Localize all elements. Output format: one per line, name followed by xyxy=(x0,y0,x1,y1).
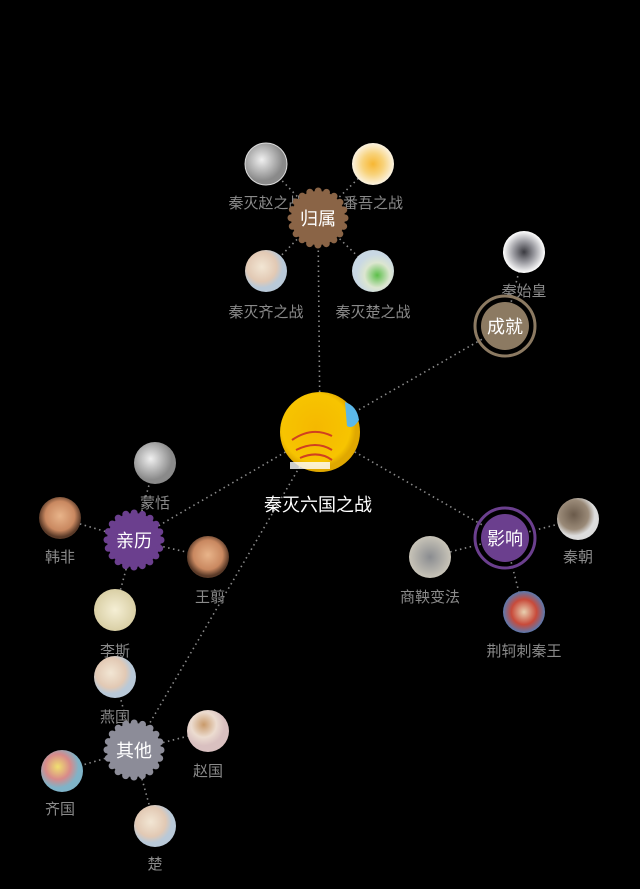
thumbnail-portrait xyxy=(187,536,229,578)
node-mengtian[interactable]: 蒙恬 xyxy=(134,442,176,512)
center-label: 秦灭六国之战 xyxy=(264,495,372,516)
node-label: 赵国 xyxy=(193,762,223,780)
thumbnail-painting xyxy=(409,536,451,578)
hub-chengjiu[interactable]: 成就 xyxy=(473,294,537,358)
hub-label: 其他 xyxy=(116,741,152,762)
node-shangyang[interactable]: 商鞅变法 xyxy=(400,536,460,606)
node-qin-qi[interactable]: 秦灭齐之战 xyxy=(228,250,304,321)
node-label: 番吾之战 xyxy=(343,194,403,212)
scallop-badge xyxy=(107,723,161,777)
thumbnail-painting xyxy=(503,591,545,633)
thumbnail-map xyxy=(94,656,136,698)
thumbnail-portrait xyxy=(134,442,176,484)
node-label: 荆轲刺秦王 xyxy=(486,642,561,660)
thumbnail-portrait xyxy=(503,231,545,273)
thumbnail-map xyxy=(134,805,176,847)
thumbnail-map xyxy=(245,250,287,292)
thumbnail-map xyxy=(557,498,599,540)
node-qin-zhao[interactable]: 秦灭赵之战 xyxy=(228,142,304,212)
node-qiguo[interactable]: 齐国 xyxy=(41,750,83,818)
hub-label: 影响 xyxy=(487,529,523,550)
center-node[interactable]: 秦灭六国之战 xyxy=(264,392,372,516)
node-jingke[interactable]: 荆轲刺秦王 xyxy=(486,591,562,660)
node-label: 韩非 xyxy=(45,548,75,566)
node-label: 楚 xyxy=(147,855,162,873)
node-wangjian[interactable]: 王翦 xyxy=(187,536,229,606)
hub-qita[interactable]: 其他 xyxy=(103,719,165,781)
hub-label: 亲历 xyxy=(116,531,152,552)
lightbulb-icon xyxy=(352,143,394,185)
thumbnail-sketch xyxy=(94,589,136,631)
node-lisi[interactable]: 李斯 xyxy=(94,589,136,660)
hub-guishu[interactable]: 归属 xyxy=(287,187,349,249)
node-label: 王翦 xyxy=(195,588,225,606)
node-label: 秦朝 xyxy=(563,548,593,566)
node-label: 秦灭楚之战 xyxy=(335,303,410,321)
node-label: 秦灭赵之战 xyxy=(228,194,303,212)
node-label: 燕国 xyxy=(100,708,130,726)
hub-label: 归属 xyxy=(300,209,336,230)
node-qinshihuang[interactable]: 秦始皇 xyxy=(501,231,547,300)
thumbnail-map xyxy=(352,250,394,292)
node-qin-chu[interactable]: 秦灭楚之战 xyxy=(335,250,411,321)
thumbnail-map xyxy=(41,750,83,792)
node-label: 李斯 xyxy=(100,642,130,660)
node-label: 齐国 xyxy=(45,800,75,818)
thumbnail-portrait xyxy=(39,497,81,539)
ring xyxy=(473,506,537,570)
thumbnail-map xyxy=(244,142,288,186)
node-qinchao[interactable]: 秦朝 xyxy=(557,498,599,566)
node-panwu[interactable]: 番吾之战 xyxy=(343,143,403,212)
node-label: 商鞅变法 xyxy=(400,588,460,606)
node-zhaoguo[interactable]: 赵国 xyxy=(187,710,229,780)
hub-yingxiang[interactable]: 影响 xyxy=(473,506,537,570)
hub-label: 成就 xyxy=(487,317,523,338)
node-chu[interactable]: 楚 xyxy=(134,805,176,873)
scallop-badge xyxy=(291,191,345,245)
hub-qinli[interactable]: 亲历 xyxy=(103,509,165,571)
node-label: 蒙恬 xyxy=(140,494,170,512)
scallop-badge xyxy=(107,513,161,567)
thumbnail-map xyxy=(187,710,229,752)
node-hanfei[interactable]: 韩非 xyxy=(39,497,81,566)
node-label: 秦灭齐之战 xyxy=(228,303,303,321)
node-yanguo[interactable]: 燕国 xyxy=(94,656,136,726)
ring xyxy=(473,294,537,358)
